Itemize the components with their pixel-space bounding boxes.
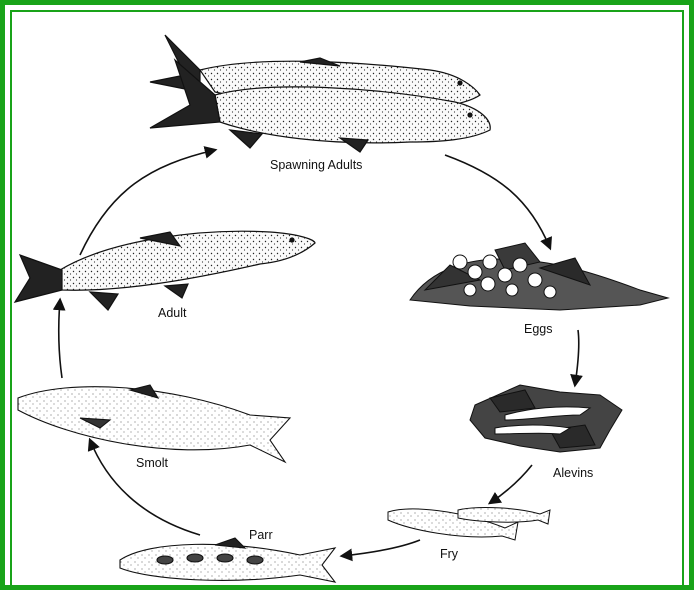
arrow-fry-to-parr	[342, 540, 420, 556]
label-fry: Fry	[440, 547, 458, 561]
label-smolt: Smolt	[136, 456, 168, 470]
label-adult: Adult	[158, 306, 187, 320]
label-parr: Parr	[249, 528, 273, 542]
adult-illustration	[15, 231, 315, 310]
label-alevins: Alevins	[553, 466, 593, 480]
label-eggs: Eggs	[524, 322, 553, 336]
arrow-parr-to-smolt	[90, 440, 200, 535]
arrow-eggs-to-alevins	[575, 330, 579, 385]
spawning-adults-illustration	[150, 35, 490, 152]
cycle-arrows	[59, 150, 579, 556]
arrow-smolt-to-adult	[59, 300, 62, 378]
smolt-illustration	[18, 385, 290, 462]
fry-illustration	[388, 507, 550, 540]
arrow-alevins-to-fry	[490, 465, 532, 503]
eggs-illustration	[410, 243, 668, 310]
label-spawning-adults: Spawning Adults	[270, 158, 362, 172]
alevins-illustration	[470, 385, 622, 452]
arrow-spawning-to-eggs	[445, 155, 550, 248]
parr-illustration	[120, 538, 335, 582]
